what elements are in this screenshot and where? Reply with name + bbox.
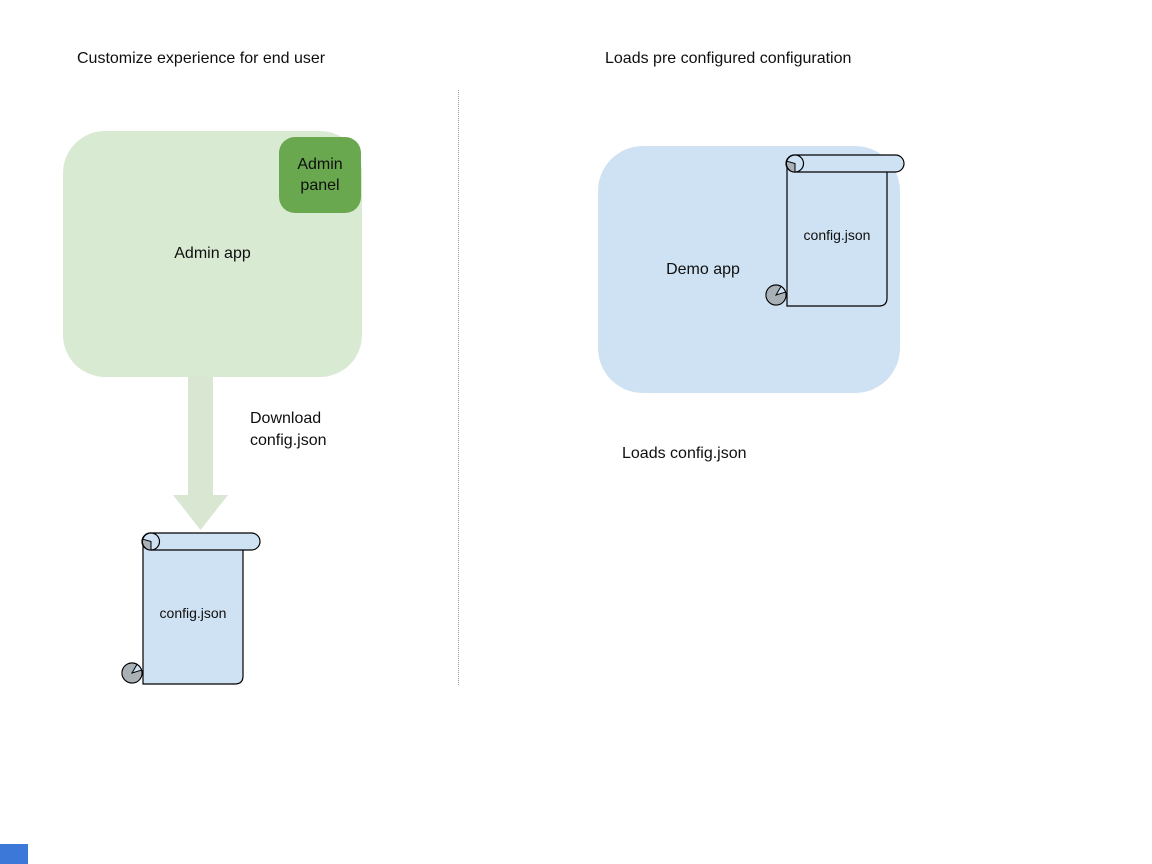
config-file-label: config.json xyxy=(159,605,227,621)
corner-accent xyxy=(0,844,28,864)
admin-app-box: Admin app Admin panel xyxy=(63,131,362,377)
demo-app-label: Demo app xyxy=(666,260,740,278)
arrow-down-icon xyxy=(173,377,228,530)
config-scroll-right: config.json xyxy=(762,150,910,312)
admin-app-label: Admin app xyxy=(174,245,251,262)
section-divider xyxy=(458,90,459,685)
scroll-icon xyxy=(121,532,261,685)
download-arrow-label: Download config.json xyxy=(250,410,327,449)
left-section-title: Customize experience for end user xyxy=(77,50,326,67)
admin-panel-box: Admin panel xyxy=(279,137,361,213)
config-file-label: config.json xyxy=(803,227,871,243)
loads-config-caption: Loads config.json xyxy=(622,445,747,462)
config-scroll-left: config.json xyxy=(118,528,266,690)
right-section-title: Loads pre configured configuration xyxy=(605,50,852,67)
scroll-icon xyxy=(765,154,905,307)
admin-panel-label: Admin panel xyxy=(297,156,343,194)
